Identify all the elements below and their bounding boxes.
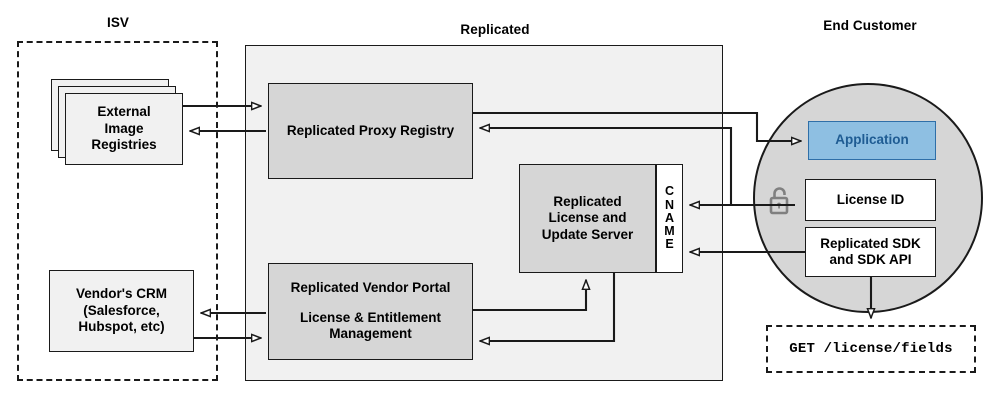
node-api-call: GET /license/fields [766,325,976,373]
zone-title-isv: ISV [106,15,130,30]
license-server-line-1: Replicated [553,193,622,209]
node-license-update-server[interactable]: Replicated License and Update Server [519,164,656,273]
vendors-crm-line-3: Hubspot, etc) [78,319,165,335]
external-registries-line-3: Registries [91,137,157,153]
cname-letter-c: C [664,184,675,199]
vendor-portal-sub-line-2: Management [329,326,412,342]
zone-isv [17,41,218,381]
node-cname-strip[interactable]: C N A M E [656,164,683,273]
cname-letter-a: A [664,210,675,225]
license-server-line-3: Update Server [541,226,634,242]
cname-letter-m: M [664,224,675,239]
replicated-sdk-line-2: and SDK API [829,252,912,267]
external-registries-line-1: External [97,104,151,120]
license-server-line-2: License and [548,210,627,226]
vendors-crm-line-2: (Salesforce, [83,302,160,318]
node-vendors-crm[interactable]: Vendor's CRM (Salesforce, Hubspot, etc) [49,270,194,352]
node-license-id[interactable]: License ID [805,179,936,221]
edge-vendor-portal-to-license-server [473,280,586,312]
cname-letter-e: E [665,237,674,252]
node-external-image-registries[interactable]: External Image Registries [65,93,183,165]
edge-application-to-proxy [480,128,733,152]
node-replicated-proxy-registry[interactable]: Replicated Proxy Registry [268,83,473,179]
node-replicated-vendor-portal[interactable]: Replicated Vendor Portal License & Entit… [268,263,473,360]
vendors-crm-line-1: Vendor's CRM [76,286,167,302]
external-registries-line-2: Image [104,120,144,136]
vendor-portal-title: Replicated Vendor Portal [290,280,451,296]
edge-license-server-to-vendor-portal [480,273,616,341]
api-call-text: GET /license/fields [789,341,953,357]
application-label: Application [835,132,909,148]
cname-letter-n: N [664,197,675,212]
vendor-portal-sub-line-1: License & Entitlement [299,309,442,325]
proxy-registry-label: Replicated Proxy Registry [286,122,455,138]
edge-proxy-to-application [473,111,801,141]
node-application[interactable]: Application [808,121,936,160]
zone-title-end-customer: End Customer [823,18,917,33]
zone-title-replicated: Replicated [460,22,530,37]
replicated-sdk-line-1: Replicated SDK [820,235,921,251]
license-id-label: License ID [836,191,905,207]
node-replicated-sdk[interactable]: Replicated SDK and SDK API [805,227,936,277]
